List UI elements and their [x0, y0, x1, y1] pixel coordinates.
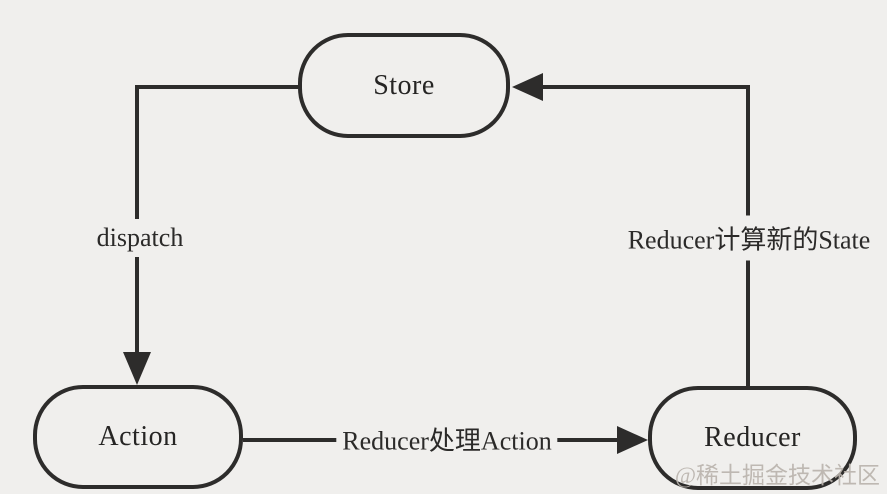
node-store: Store [298, 33, 510, 138]
edge-store-action-line-horizontal [135, 85, 298, 89]
node-store-label: Store [373, 69, 435, 101]
node-reducer-label: Reducer [704, 422, 801, 453]
arrowhead-down-into-action-icon [123, 352, 151, 385]
edge-reducer-store-line-horizontal [543, 85, 750, 89]
edge-label-dispatch: dispatch [90, 219, 190, 257]
node-action: Action [33, 385, 243, 489]
edge-label-reducer-computes-new-state: Reducer计算新的State [621, 215, 877, 261]
watermark: @稀土掘金技术社区 [674, 463, 880, 488]
arrowhead-right-into-reducer-icon [617, 426, 648, 454]
node-action-label: Action [98, 421, 178, 452]
arrowhead-left-into-store-icon [512, 73, 543, 101]
node-reducer: Reducer [648, 386, 857, 490]
edge-label-reducer-handles-action: Reducer处理Action [336, 416, 558, 462]
